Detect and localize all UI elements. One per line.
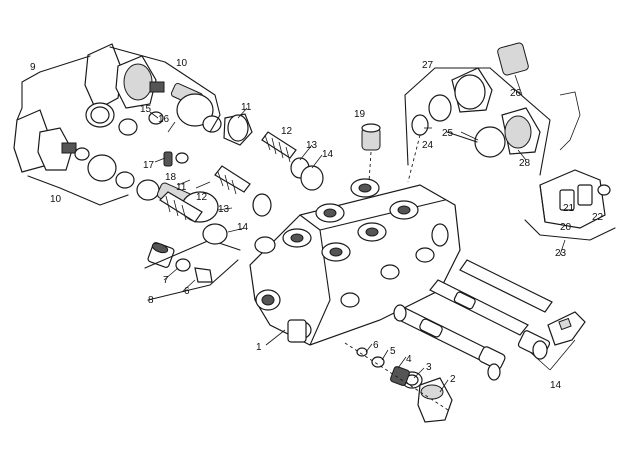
callout-6b: 6: [184, 286, 190, 297]
callout-24: 24: [422, 140, 434, 151]
callout-12a: 12: [281, 126, 293, 137]
callout-18: 18: [165, 172, 177, 183]
valve-body: [249, 178, 461, 346]
callout-27: 27: [422, 60, 434, 71]
callout-26: 26: [510, 88, 522, 99]
callout-14b: 14: [237, 222, 249, 233]
spool-assembly: [393, 259, 586, 381]
adapter-group-right: [404, 42, 551, 183]
callout-11a: 11: [241, 102, 252, 113]
callout-labels: 1 2 3 4 5 6 6 7 8 9 10 10 11 11 12 12 13…: [30, 58, 604, 391]
callout-15: 15: [140, 104, 152, 115]
callout-16: 16: [158, 114, 170, 125]
callout-19: 19: [354, 109, 366, 120]
callout-12b: 12: [196, 192, 208, 203]
callout-23: 23: [555, 248, 567, 259]
spring-stack-lower: [159, 165, 272, 223]
callout-2: 2: [450, 374, 456, 385]
callout-25: 25: [442, 128, 454, 139]
callout-3: 3: [426, 362, 432, 373]
check-valve-group: [144, 239, 241, 301]
callout-9: 9: [30, 62, 36, 73]
callout-21: 21: [563, 203, 575, 214]
callout-4: 4: [406, 354, 412, 365]
callout-10a: 10: [176, 58, 188, 69]
callout-7: 7: [163, 275, 169, 286]
callout-11b: 11: [176, 182, 187, 193]
plug-19: [361, 123, 381, 183]
callout-17: 17: [143, 160, 155, 171]
callout-6a: 6: [373, 340, 379, 351]
handle-assembly: [524, 91, 616, 241]
callout-22: 22: [592, 212, 604, 223]
small-plug: [163, 151, 189, 167]
callout-5: 5: [390, 346, 396, 357]
callout-28: 28: [519, 158, 531, 169]
callout-8: 8: [148, 295, 154, 306]
callout-13a: 13: [306, 140, 318, 151]
callout-14a: 14: [322, 149, 334, 160]
relief-plug-assembly: [344, 342, 453, 423]
leader-lines: [149, 74, 576, 393]
spring-stack-upper: [227, 114, 324, 191]
callout-10b: 10: [50, 194, 62, 205]
callout-20: 20: [560, 222, 572, 233]
callout-1: 1: [256, 342, 262, 353]
callout-13b: 13: [218, 204, 230, 215]
callout-14c: 14: [550, 380, 562, 391]
